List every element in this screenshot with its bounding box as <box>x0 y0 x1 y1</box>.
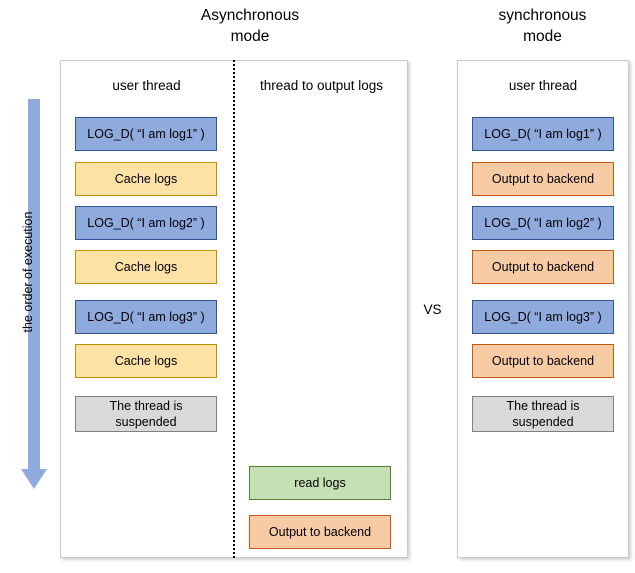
async-panel-column-divider <box>233 60 235 558</box>
execution-order-axis: the order of execution <box>0 95 58 515</box>
async-user-thread-column-header: user thread <box>112 78 181 93</box>
sync-step-log2[interactable]: LOG_D( “I am log2” ) <box>472 206 614 240</box>
sync-step-log3[interactable]: LOG_D( “I am log3” ) <box>472 300 614 334</box>
execution-order-arrow-head-icon <box>21 469 47 489</box>
sync-step-output-to-backend-3[interactable]: Output to backend <box>472 344 614 378</box>
async-step-cache-logs-2[interactable]: Cache logs <box>75 250 217 284</box>
sync-step-log1[interactable]: LOG_D( “I am log1” ) <box>472 117 614 151</box>
execution-order-label: the order of execution <box>21 211 35 333</box>
async-step-log3[interactable]: LOG_D( “I am log3” ) <box>75 300 217 334</box>
execution-order-arrow-shaft <box>28 99 40 473</box>
async-step-log1[interactable]: LOG_D( “I am log1” ) <box>75 117 217 151</box>
vs-label: VS <box>423 302 442 317</box>
sync-step-thread-suspended[interactable]: The thread is suspended <box>472 396 614 432</box>
async-output-logs-column-header: thread to output logs <box>259 78 384 93</box>
async-step-read-logs[interactable]: read logs <box>249 466 391 500</box>
async-step-cache-logs-1[interactable]: Cache logs <box>75 162 217 196</box>
async-step-cache-logs-3[interactable]: Cache logs <box>75 344 217 378</box>
async-step-thread-suspended[interactable]: The thread is suspended <box>75 396 217 432</box>
sync-mode-title: synchronous mode <box>498 7 587 45</box>
async-mode-title: Asynchronous mode <box>200 7 300 45</box>
async-step-output-to-backend[interactable]: Output to backend <box>249 515 391 549</box>
async-step-log2[interactable]: LOG_D( “I am log2” ) <box>75 206 217 240</box>
sync-step-output-to-backend-2[interactable]: Output to backend <box>472 250 614 284</box>
sync-step-output-to-backend-1[interactable]: Output to backend <box>472 162 614 196</box>
sync-user-thread-column-header: user thread <box>508 78 578 93</box>
